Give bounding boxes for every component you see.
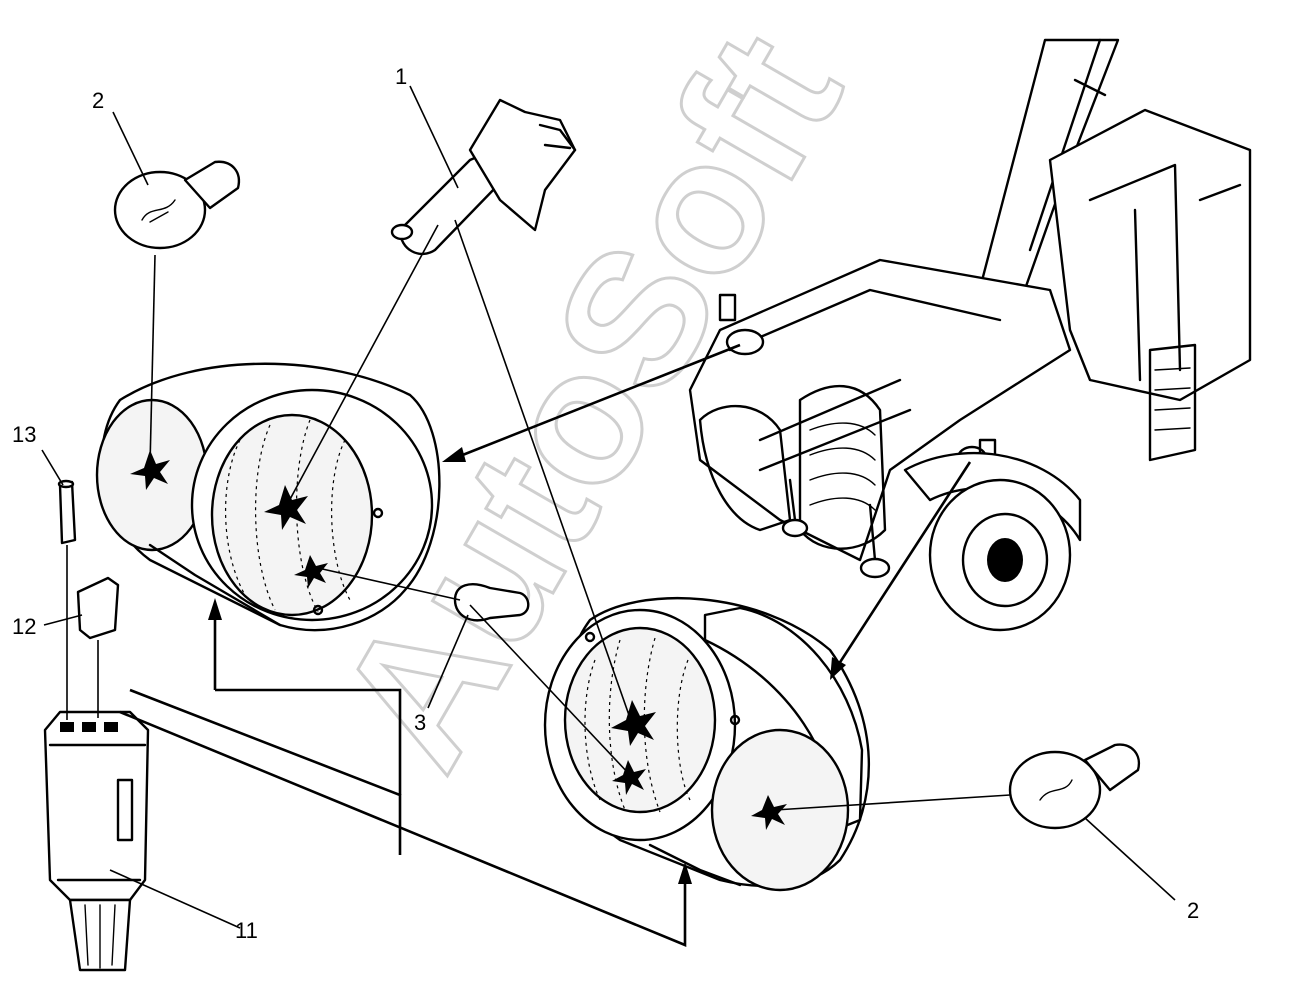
part-11-connector-housing xyxy=(43,710,150,972)
callout-1: 1 xyxy=(395,64,407,89)
callout-12: 12 xyxy=(12,614,36,639)
right-headlamp-assembly xyxy=(543,596,870,892)
callout-labels: 1 2 2 3 11 12 13 xyxy=(12,64,1199,943)
part-12-seal xyxy=(76,576,120,640)
callout-2-top: 2 xyxy=(92,88,104,113)
wiring-routes xyxy=(119,343,972,947)
bulb-2-bottom-right xyxy=(1008,743,1141,830)
bulb-2-top-left xyxy=(113,160,241,250)
callout-13: 13 xyxy=(12,422,36,447)
vehicle-illustration xyxy=(688,38,1252,632)
leader-lines xyxy=(41,85,1176,929)
bulb-1-h4 xyxy=(390,98,577,256)
callout-11: 11 xyxy=(235,918,258,943)
left-headlamp-assembly xyxy=(95,362,441,632)
part-13-terminal xyxy=(57,479,77,545)
callout-3: 3 xyxy=(414,710,426,735)
callout-2-bottom: 2 xyxy=(1187,898,1199,923)
